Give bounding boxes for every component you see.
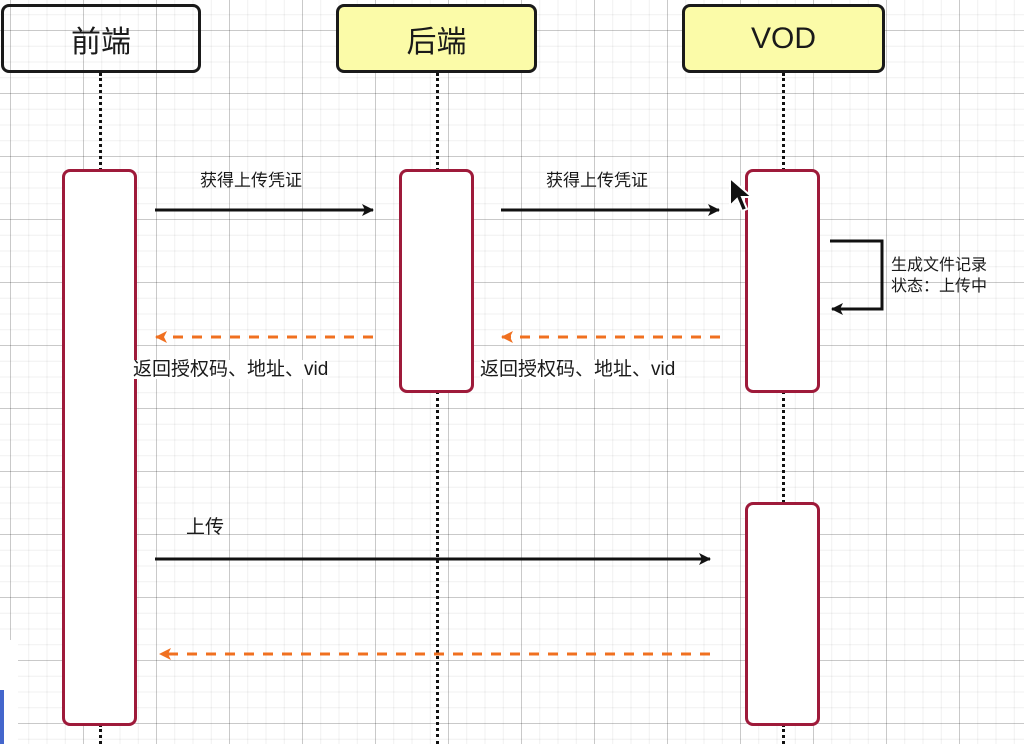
activation-vod-2[interactable] xyxy=(745,502,820,726)
label-m6: 上传 xyxy=(186,517,225,538)
lifeline-vod-mid xyxy=(782,391,785,503)
lifeline-vod-bottom xyxy=(782,724,785,744)
window-edge-artifact xyxy=(0,640,18,744)
lifeline-frontend-bottom xyxy=(99,724,102,744)
lifeline-backend-bottom xyxy=(436,391,439,744)
label-m2: 获得上传凭证 xyxy=(546,171,648,190)
lifeline-backend xyxy=(436,73,439,171)
label-m4: 返回授权码、地址、vid xyxy=(480,359,676,380)
note-line-2: 状态：上传中 xyxy=(891,278,988,295)
arrow-m3-self[interactable] xyxy=(830,239,884,315)
participant-backend-label: 后端 xyxy=(406,25,467,59)
lifeline-frontend xyxy=(99,73,102,171)
label-m1: 获得上传凭证 xyxy=(200,171,302,190)
activation-frontend[interactable] xyxy=(62,169,137,726)
label-m5: 返回授权码、地址、vid xyxy=(133,359,329,380)
participant-vod[interactable]: VOD xyxy=(682,4,885,73)
participant-backend[interactable]: 后端 xyxy=(336,4,537,73)
activation-backend[interactable] xyxy=(399,169,474,393)
note-self-message: 生成文件记录 状态：上传中 xyxy=(891,255,987,297)
mouse-pointer-icon xyxy=(729,176,755,213)
lifeline-vod xyxy=(782,73,785,171)
participant-vod-label: VOD xyxy=(750,21,816,55)
activation-vod-1[interactable] xyxy=(745,169,820,393)
participant-frontend-label: 前端 xyxy=(71,25,131,59)
note-line-1: 生成文件记录 xyxy=(891,257,988,274)
participant-frontend[interactable]: 前端 xyxy=(1,4,201,73)
